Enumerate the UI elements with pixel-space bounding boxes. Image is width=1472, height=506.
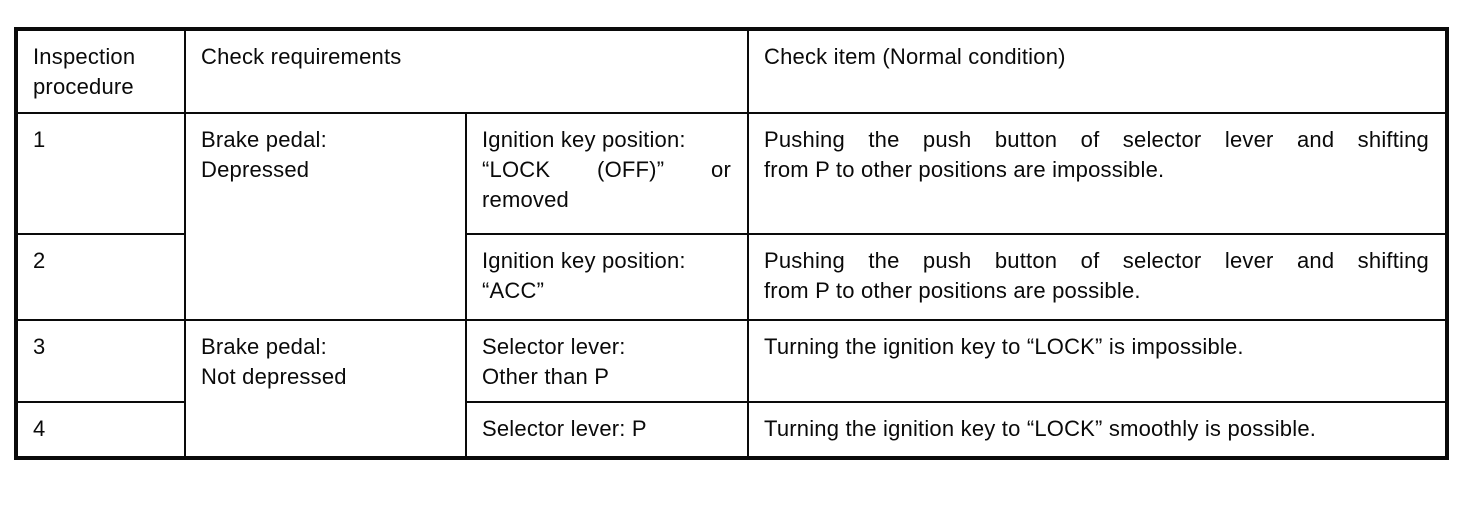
procedure-number: 4 [33,416,46,441]
header-text-line: procedure [33,74,134,99]
cell-text-line: Turning the ignition key to “LOCK” is im… [764,334,1244,359]
cell-condition-row-3: Selector lever: Other than P [465,319,749,403]
cell-condition-row-2: Ignition key position: “ACC” [465,233,749,321]
header-cell-inspection-procedure: Inspection procedure [15,28,186,114]
cell-text-line: Brake pedal: [201,334,327,359]
header-cell-check-requirements: Check requirements [184,28,749,114]
cell-brake-pedal-not-depressed: Brake pedal: Not depressed [184,319,467,459]
header-cell-check-item: Check item (Normal condition) [747,28,1448,114]
table-row: 3 Brake pedal: Not depressed Selector le… [15,319,1448,459]
cell-text-line: from P to other positions are possible. [764,278,1141,303]
procedure-number: 1 [33,127,46,152]
cell-text-line: Pushing the push button of selector leve… [764,127,1429,152]
cell-text-line: removed [482,187,569,212]
table-header-row: Inspection procedure Check requirements … [15,28,1448,114]
cell-check-result-row-3: Turning the ignition key to “LOCK” is im… [747,319,1448,403]
cell-text-line: Brake pedal: [201,127,327,152]
cell-condition-row-1: Ignition key position: “LOCK (OFF)” or r… [465,112,749,235]
document-area: Inspection procedure Check requirements … [14,27,1449,460]
cell-procedure-number-2: 2 [15,233,186,321]
table-row: 2 Ignition key position: “ACC” Pushing t… [15,233,1448,321]
cell-text-line: Selector lever: [482,334,626,359]
cell-procedure-number-1: 1 [15,112,186,235]
cell-text-line: Turning the ignition key to “LOCK” smoot… [764,416,1317,441]
cell-text-line: Ignition key position: [482,127,686,152]
cell-text-line: Ignition key position: [482,248,686,273]
procedure-number: 2 [33,248,46,273]
cell-check-result-row-2: Pushing the push button of selector leve… [747,233,1448,321]
cell-brake-pedal-depressed: Brake pedal: Depressed [184,112,467,321]
cell-procedure-number-3: 3 [15,319,186,403]
cell-check-result-row-4: Turning the ignition key to “LOCK” smoot… [747,401,1448,459]
header-text-line: Check item (Normal condition) [764,44,1066,69]
procedure-number: 3 [33,334,46,359]
header-text-line: Inspection [33,44,136,69]
cell-text-line: Selector lever: P [482,416,647,441]
cell-text-line: “LOCK (OFF)” or [482,157,731,182]
table-row: 4 Selector lever: P Turning the ignition… [15,401,1448,459]
cell-text-line: Depressed [201,157,310,182]
header-text-line: Check requirements [201,44,402,69]
cell-condition-row-4: Selector lever: P [465,401,749,459]
cell-procedure-number-4: 4 [15,401,186,459]
cell-text-line: Not depressed [201,364,347,389]
table-row: 1 Brake pedal: Depressed Ignition key po… [15,112,1448,321]
cell-check-result-row-1: Pushing the push button of selector leve… [747,112,1448,235]
cell-text-line: Pushing the push button of selector leve… [764,248,1429,273]
cell-text-line: “ACC” [482,278,545,303]
cell-text-line: Other than P [482,364,610,389]
inspection-procedure-table: Inspection procedure Check requirements … [14,27,1449,460]
cell-text-line: from P to other positions are impossible… [764,157,1165,182]
